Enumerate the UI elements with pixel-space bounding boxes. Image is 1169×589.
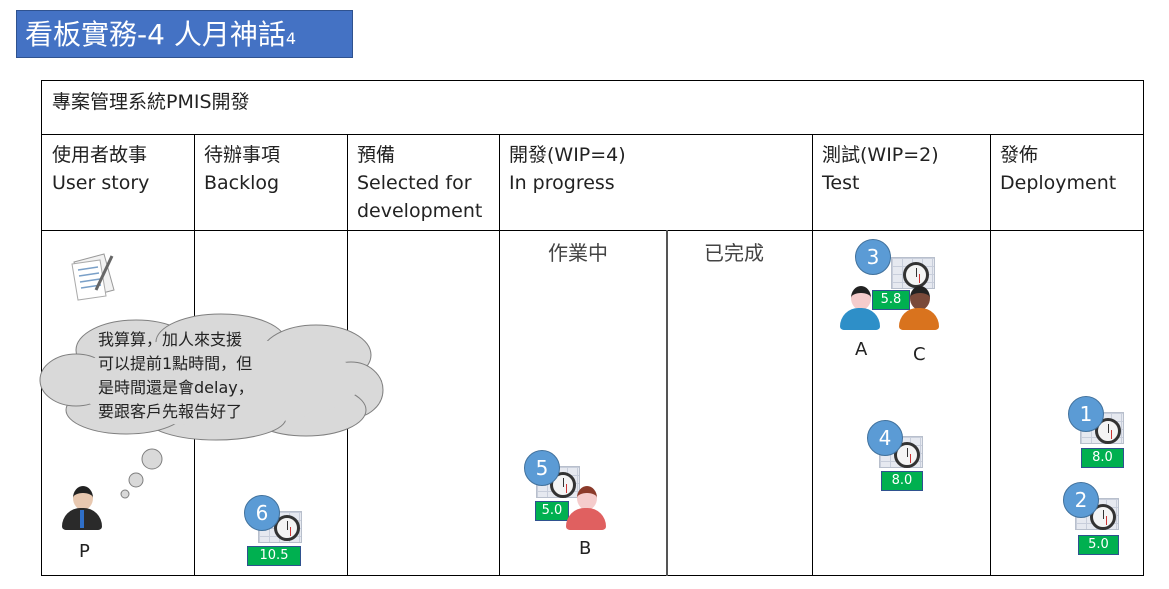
developer-avatar-a <box>840 286 880 332</box>
divider <box>41 230 1144 231</box>
divider <box>812 134 813 576</box>
task-number: 2 <box>1063 482 1099 518</box>
task-estimate: 8.0 <box>881 471 923 491</box>
task-card-3-estimate: 5.8 <box>872 290 910 310</box>
subcolumn-done: 已完成 <box>704 241 764 265</box>
task-number: 5 <box>524 450 560 486</box>
task-number: 6 <box>244 495 280 531</box>
task-card-4[interactable]: 4 8.0 <box>867 420 937 491</box>
person-label-b: B <box>579 538 592 559</box>
clock-icon <box>1095 418 1121 444</box>
title-text: 看板實務-4 人月神話 <box>25 18 286 51</box>
divider <box>41 575 1144 576</box>
project-name: 專案管理系統PMIS開發 <box>52 91 250 113</box>
task-card-1[interactable]: 1 8.0 <box>1068 396 1138 468</box>
subcolumn-doing: 作業中 <box>548 241 608 265</box>
title-suffix: 4 <box>285 29 297 48</box>
column-header-test: 測試(WIP=2)Test <box>822 144 939 194</box>
divider <box>499 134 500 576</box>
person-label-p: P <box>79 541 90 562</box>
divider <box>41 134 1144 135</box>
person-label-c: C <box>913 344 926 365</box>
developer-avatar-c <box>899 286 939 332</box>
column-header-in-progress: 開發(WIP=4)In progress <box>509 144 626 194</box>
divider <box>41 80 1144 81</box>
task-estimate: 5.0 <box>535 501 569 521</box>
manager-avatar <box>62 486 102 532</box>
task-estimate: 5.8 <box>872 290 910 310</box>
task-number: 1 <box>1068 396 1104 432</box>
document-icon <box>71 253 115 301</box>
task-estimate: 10.5 <box>247 546 301 566</box>
subcolumn-divider <box>666 230 668 576</box>
divider <box>1143 80 1144 576</box>
task-card-5[interactable]: 5 5.0 <box>524 450 594 521</box>
slide-title: 看板實務-4 人月神話4 <box>16 10 353 58</box>
task-estimate: 5.0 <box>1078 535 1119 555</box>
clock-icon <box>903 262 929 288</box>
developer-avatar-b <box>566 486 606 532</box>
thought-cloud <box>39 313 384 499</box>
task-card-2[interactable]: 2 5.0 <box>1063 482 1133 555</box>
task-estimate: 8.0 <box>1081 448 1124 468</box>
task-card-6[interactable]: 6 10.5 <box>244 495 314 566</box>
task-number: 3 <box>855 239 891 275</box>
divider <box>41 80 42 576</box>
task-card-3[interactable]: 3 <box>855 239 935 309</box>
thought-text: 我算算，加人來支援可以提前1點時間，但是時間還是會delay，要跟客戶先報告好了 <box>98 330 254 421</box>
divider <box>990 134 991 576</box>
task-number: 4 <box>867 420 903 456</box>
person-label-a: A <box>855 339 868 360</box>
